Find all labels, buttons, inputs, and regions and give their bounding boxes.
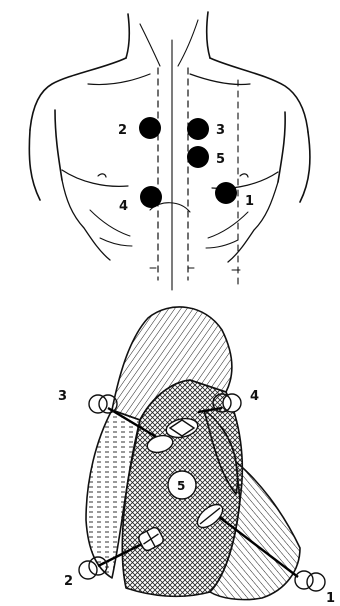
torso-point-3-label: 3	[216, 123, 225, 138]
torso-point-1-dot	[215, 182, 237, 204]
neck-outline	[126, 12, 210, 58]
nipple-right	[240, 174, 248, 177]
torso-point-2-label: 2	[118, 123, 127, 138]
left-shoulder	[30, 58, 126, 130]
abdomen-left	[62, 180, 110, 260]
torso-point-1-label: 1	[245, 194, 254, 209]
right-arm	[278, 112, 310, 202]
torso-point-5-dot	[187, 146, 209, 168]
left-arm	[29, 110, 62, 200]
torso-point-4-dot	[140, 186, 162, 208]
clavicle-right	[190, 74, 250, 85]
neck-muscle	[140, 20, 198, 66]
pectoral-left	[62, 170, 128, 186]
torso-figure	[29, 12, 310, 290]
electrode-1	[295, 571, 325, 591]
heart-point-5-label: 5	[177, 479, 185, 493]
nipple-left	[98, 174, 106, 177]
torso-point-3-dot	[187, 118, 209, 140]
torso-point-2-dot	[139, 117, 161, 139]
ribs-right	[206, 212, 248, 248]
ribs-left	[90, 210, 132, 246]
clavicle-left	[88, 74, 150, 85]
torso-points: 2 3 5 4 1	[118, 117, 254, 214]
right-shoulder	[210, 58, 308, 132]
heart-point-4-label: 4	[250, 389, 259, 404]
heart-point-3-label: 3	[58, 389, 67, 404]
torso-point-4-label: 4	[119, 199, 128, 214]
heart-point-1-label: 1	[326, 591, 335, 606]
tick-marks	[150, 268, 240, 270]
torso-point-5-label: 5	[216, 152, 225, 167]
heart-point-2-label: 2	[64, 574, 73, 589]
